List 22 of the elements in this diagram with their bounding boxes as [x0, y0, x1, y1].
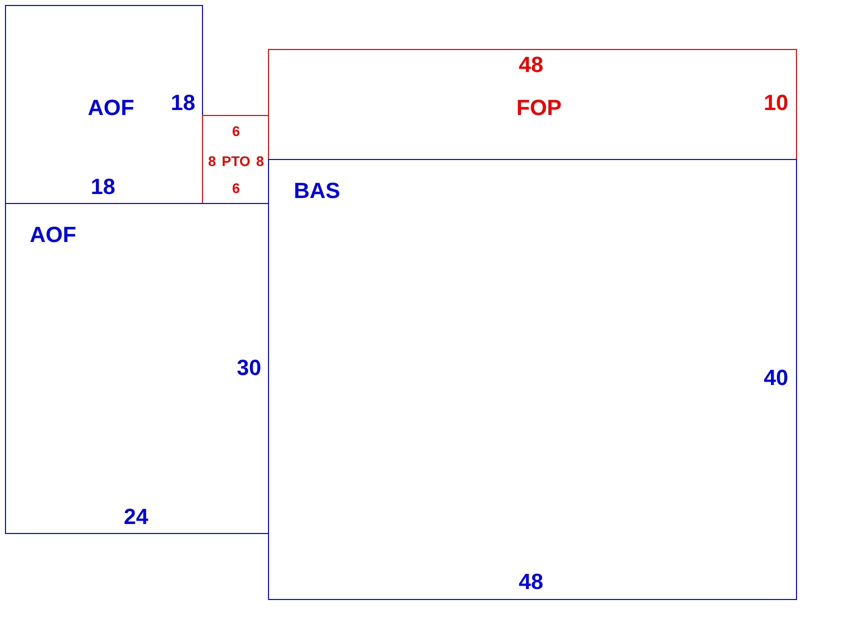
dimension-label: 24 [124, 506, 148, 528]
area-rectangle [202, 115, 269, 204]
area-label: BAS [294, 180, 340, 202]
dimension-label: 48 [518, 571, 544, 593]
dimension-label: 18 [90, 176, 116, 198]
area-label: FOP [516, 97, 562, 119]
dimension-label: 6 [232, 124, 240, 138]
area-rectangle [5, 203, 269, 534]
dimension-label: 18 [170, 92, 196, 114]
dimension-label: 8 [208, 154, 216, 168]
dimension-label: 8 [256, 154, 264, 168]
area-rectangle [5, 5, 203, 204]
dimension-label: 48 [518, 54, 544, 76]
area-label: AOF [30, 224, 76, 246]
area-label: PTO [222, 154, 250, 168]
area-label: AOF [88, 97, 134, 119]
dimension-label: 30 [236, 357, 262, 379]
dimension-label: 6 [232, 181, 240, 195]
area-rectangle [268, 49, 797, 160]
dimension-label: 10 [764, 92, 788, 114]
dimension-label: 40 [764, 367, 788, 389]
area-rectangle [268, 159, 797, 600]
